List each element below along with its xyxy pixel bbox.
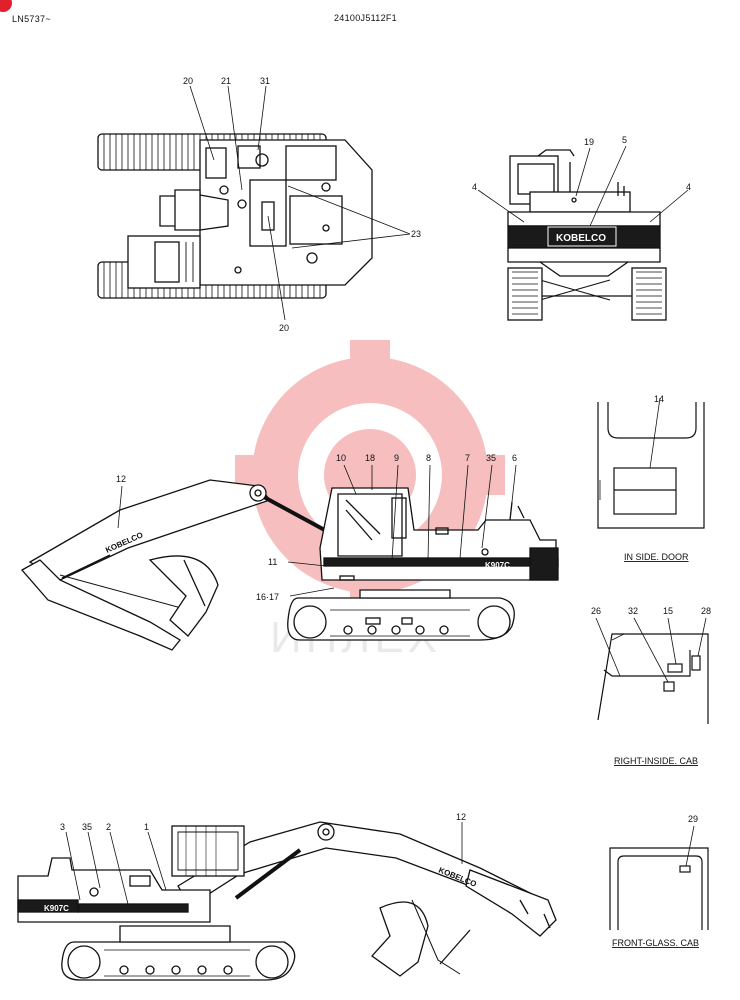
callout-left-7: 7 (465, 453, 470, 463)
side-left-leaders (117, 464, 517, 597)
callout-left-16-17: 16·17 (256, 592, 279, 602)
callout-right-12: 12 (456, 812, 466, 822)
callout-right-35: 35 (82, 822, 92, 832)
callout-top-31: 31 (260, 76, 270, 86)
callout-top-23: 23 (411, 229, 421, 239)
callout-inset-14: 14 (654, 394, 664, 404)
callout-inset-32: 32 (628, 606, 638, 616)
inset-caption-right-inside-cab: RIGHT-INSIDE. CAB (614, 756, 698, 766)
side-model-badge-left: K907C (485, 561, 510, 570)
callout-rear-4a: 4 (472, 182, 477, 192)
corner-marker (0, 0, 12, 12)
callout-top-20a: 20 (183, 76, 193, 86)
side-view-left (20, 479, 559, 651)
rear-view-leaders (477, 145, 689, 227)
callout-top-20b: 20 (279, 323, 289, 333)
callout-top-21: 21 (221, 76, 231, 86)
part-number-label: 24100J5112F1 (334, 13, 397, 23)
rear-view (507, 149, 667, 321)
callout-inset-28: 28 (701, 606, 711, 616)
inset-caption-inside-door: IN SIDE. DOOR (624, 552, 689, 562)
callout-right-3: 3 (60, 822, 65, 832)
top-view (97, 133, 373, 299)
callout-left-18: 18 (365, 453, 375, 463)
callout-inset-29: 29 (688, 814, 698, 824)
inset-front-glass-cab (609, 825, 709, 930)
side-stripe-left (323, 557, 559, 567)
inset-right-inside-cab (595, 617, 709, 724)
inset-caption-front-glass-cab: FRONT-GLASS. CAB (612, 938, 699, 948)
callout-rear-4b: 4 (686, 182, 691, 192)
callout-left-9: 9 (394, 453, 399, 463)
callout-inset-26: 26 (591, 606, 601, 616)
callout-left-12: 12 (116, 474, 126, 484)
rear-logo-text: KOBELCO (556, 233, 606, 244)
callout-rear-5: 5 (622, 135, 627, 145)
callout-inset-15: 15 (663, 606, 673, 616)
callout-left-35: 35 (486, 453, 496, 463)
callout-left-8: 8 (426, 453, 431, 463)
side-model-badge-right: K907C (44, 904, 69, 913)
top-view-leaders (189, 85, 411, 321)
callout-right-2: 2 (106, 822, 111, 832)
model-range-label: LN5737~ (12, 14, 51, 24)
callout-left-10: 10 (336, 453, 346, 463)
inset-inside-door (597, 397, 705, 529)
callout-left-11: 11 (268, 557, 277, 567)
side-view-right (17, 821, 557, 981)
callout-right-1: 1 (144, 822, 149, 832)
callout-left-6: 6 (512, 453, 517, 463)
side-right-leaders (65, 822, 463, 905)
callout-rear-19: 19 (584, 137, 594, 147)
